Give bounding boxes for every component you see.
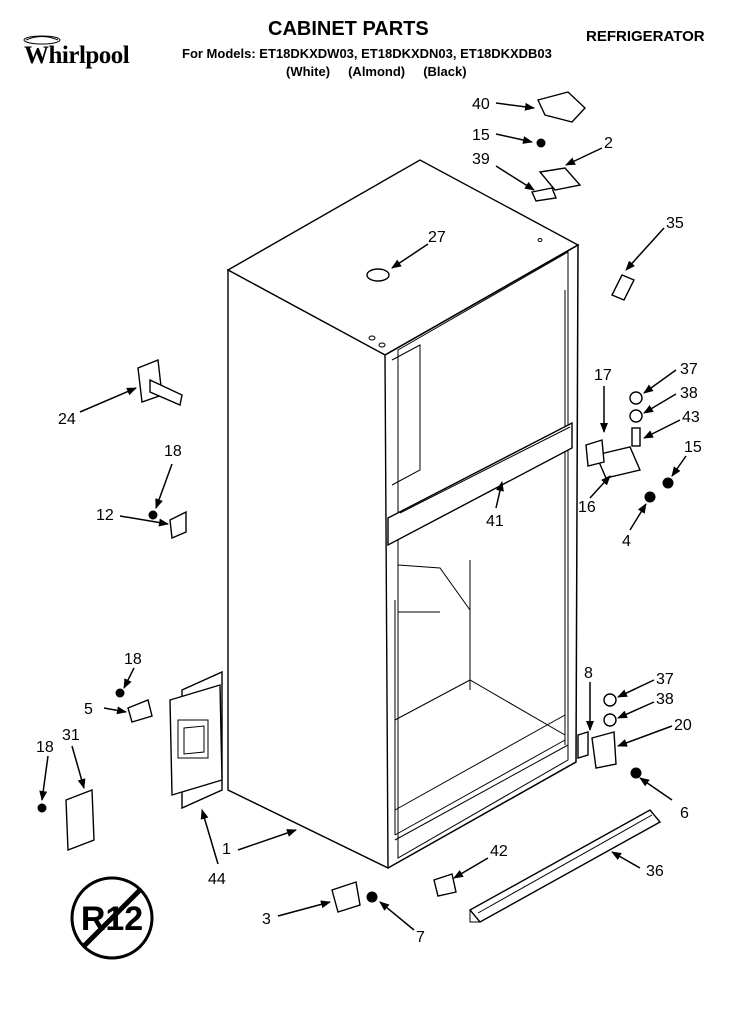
callout-36: 36 (646, 863, 664, 880)
cord-clamp-part (137, 359, 183, 406)
screw-icon (148, 510, 158, 520)
callout-40: 40 (472, 96, 490, 113)
plug-part (366, 268, 390, 282)
callout-4: 4 (622, 533, 631, 550)
screw-icon (644, 491, 656, 503)
callout-24: 24 (58, 411, 76, 428)
top-cover-part (537, 91, 586, 123)
category-label: REFRIGERATOR (586, 28, 705, 45)
callout-8: 8 (584, 665, 593, 682)
screw-icon (37, 803, 47, 813)
r12-badge: R12 (70, 876, 154, 960)
hinge-pin-part (631, 427, 641, 447)
hinge-part (127, 699, 153, 723)
callout-38: 38 (656, 691, 674, 708)
callout-15: 15 (684, 439, 702, 456)
callout-37: 37 (656, 671, 674, 688)
shim-part (585, 439, 605, 467)
washer-part (603, 713, 617, 727)
callout-7: 7 (416, 929, 425, 946)
cover-plate-part (65, 788, 95, 852)
callout-15: 15 (472, 127, 490, 144)
clip-part (169, 510, 187, 540)
hinge-bracket-part (538, 167, 582, 191)
colors-line: (White) (Almond) (Black) (286, 64, 467, 79)
logo-swoosh-icon (23, 35, 61, 45)
callout-20: 20 (674, 717, 692, 734)
washer-part (603, 693, 617, 707)
callout-43: 43 (682, 409, 700, 426)
screw-icon (366, 891, 378, 903)
callout-16: 16 (578, 499, 596, 516)
callout-44: 44 (208, 871, 226, 888)
callout-5: 5 (84, 701, 93, 718)
bottom-rail (468, 809, 662, 923)
callout-27: 27 (428, 229, 446, 246)
screw-icon (536, 138, 546, 148)
callout-1: 1 (222, 841, 231, 858)
callout-18: 18 (36, 739, 54, 756)
washer-part (629, 409, 643, 423)
callout-numbers: 40 15 2 39 35 27 37 38 17 43 15 16 4 41 … (36, 96, 702, 946)
callout-31: 31 (62, 727, 80, 744)
callout-18: 18 (124, 651, 142, 668)
callout-3: 3 (262, 911, 271, 928)
callout-39: 39 (472, 151, 490, 168)
screw-icon (115, 688, 125, 698)
roller-part (331, 881, 361, 913)
divider-bar (387, 421, 573, 547)
shim-part (531, 187, 557, 202)
callout-18: 18 (164, 443, 182, 460)
page-title: CABINET PARTS (268, 18, 429, 40)
callout-41: 41 (486, 513, 504, 530)
callout-38: 38 (680, 385, 698, 402)
callout-2: 2 (604, 135, 613, 152)
callout-6: 6 (680, 805, 689, 822)
side-bracket (169, 670, 223, 810)
callout-35: 35 (666, 215, 684, 232)
whirlpool-logo: Whirlpool (24, 42, 130, 69)
callout-37: 37 (680, 361, 698, 378)
r12-label: R12 (81, 900, 143, 938)
callout-42: 42 (490, 843, 508, 860)
screw-icon (662, 477, 674, 489)
screw-icon (630, 767, 642, 779)
bottom-hinge-part (591, 731, 617, 769)
callout-17: 17 (594, 367, 612, 384)
leader-lines (39, 102, 687, 931)
callout-12: 12 (96, 507, 114, 524)
leveling-clip-part (433, 873, 457, 897)
washer-part (629, 391, 643, 405)
refrigerator-cabinet (226, 159, 580, 870)
spacer-part (577, 731, 589, 759)
trim-clip-part (611, 274, 635, 301)
models-line: For Models: ET18DKXDW03, ET18DKXDN03, ET… (182, 46, 552, 61)
center-hinge-part (595, 446, 641, 479)
